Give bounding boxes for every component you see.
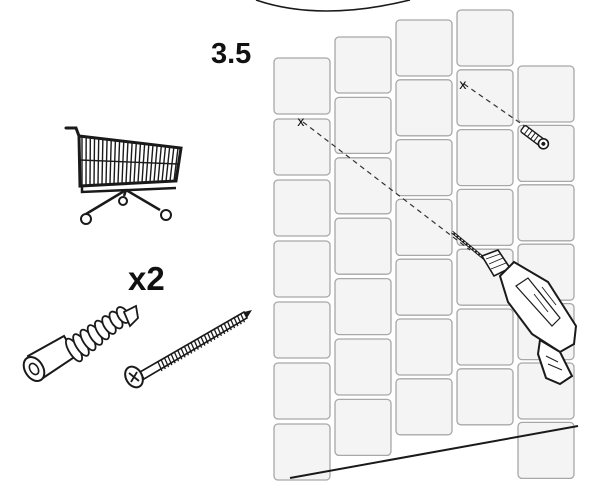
wall-tile [457, 10, 513, 66]
wall-tile [335, 97, 391, 153]
wall-tile [274, 302, 330, 358]
wall-tile [396, 140, 452, 196]
wall-tile [457, 309, 513, 365]
wall-tile [274, 363, 330, 419]
wall-tile [274, 180, 330, 236]
wall-tile [396, 319, 452, 375]
anchor-point-mark: x [459, 78, 467, 93]
wall-tile [396, 259, 452, 315]
quantity-label: x2 [128, 262, 165, 295]
wall-tile [335, 339, 391, 395]
tiled-wall [274, 10, 574, 480]
step-number: 3.5 [211, 40, 251, 69]
wall-tile [396, 20, 452, 76]
cart-slat [98, 139, 99, 184]
wall-tile [335, 218, 391, 274]
wall-tile [457, 369, 513, 425]
wall-tile [335, 279, 391, 335]
wall-tile [396, 199, 452, 255]
previous-step-circle-edge [256, 0, 410, 11]
wall-tile [518, 185, 574, 241]
wall-tile [335, 37, 391, 93]
wall-tile [396, 379, 452, 435]
wall-tile [335, 399, 391, 455]
wall-tile [457, 189, 513, 245]
wall-tile [274, 241, 330, 297]
drill-point-mark: x [297, 115, 305, 130]
cart-slat [102, 139, 103, 184]
wall-tile [274, 58, 330, 114]
wall-tile [518, 66, 574, 122]
screw-icon [122, 310, 252, 391]
cart-slat [94, 138, 95, 184]
wall-tile [396, 80, 452, 136]
wall-tile [457, 130, 513, 186]
wall-tile [335, 158, 391, 214]
shopping-cart-icon [66, 128, 181, 224]
wall-plug-icon [19, 305, 138, 385]
